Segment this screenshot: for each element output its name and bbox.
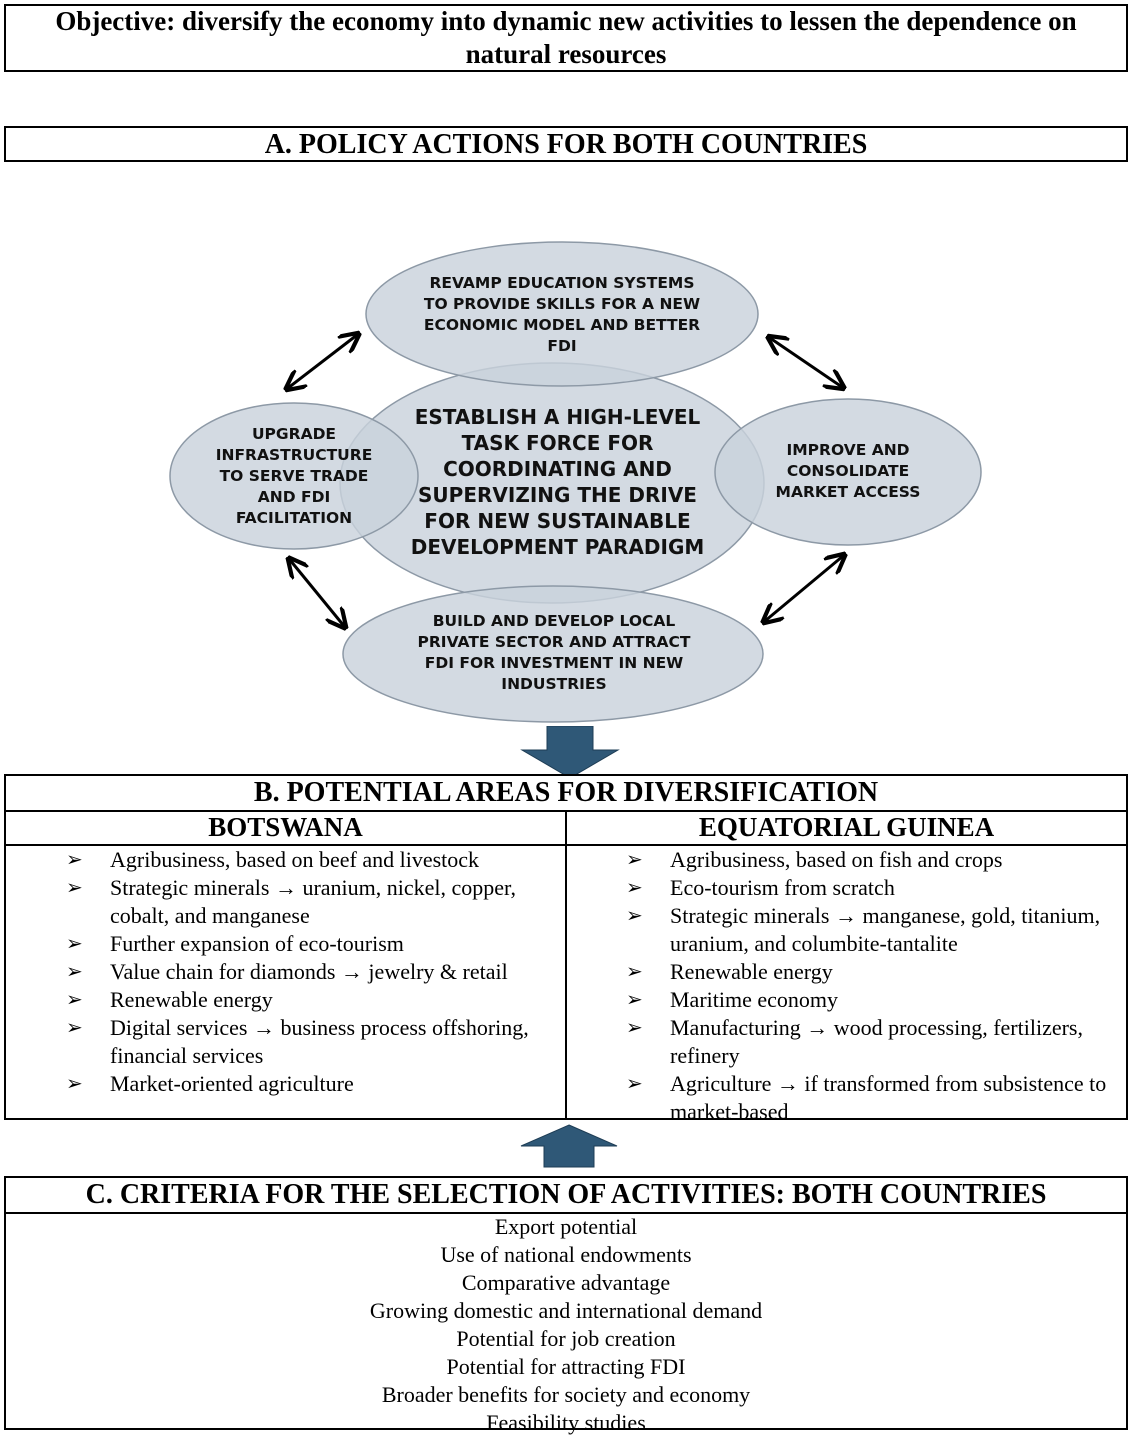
left-ellipse-label: UPGRADE INFRASTRUCTURE TO SERVE TRADE AN… [215,424,373,527]
arrow-bullet-icon: ➢ [626,905,643,927]
section-b-table: B. POTENTIAL AREAS FOR DIVERSIFICATION B… [4,774,1128,1124]
up-arrow-icon [520,1124,618,1168]
left-ellipse [169,402,419,550]
top-ellipse [365,241,759,387]
section-b-title: B. POTENTIAL AREAS FOR DIVERSIFICATION [6,776,1126,812]
list-item: ➢ Value chain for diamonds → jewelry & re… [66,958,546,986]
list-item: ➢ Further expansion of eco-tourism [66,930,546,958]
list-item: ➢ Renewable energy [626,958,1120,986]
arrow-top-right [770,338,842,387]
arrow-bullet-icon: ➢ [626,877,643,899]
list-item: ➢ Agribusiness, based on fish and crops [626,846,1120,874]
criteria-item: Export potential [494,1214,638,1239]
arrow-bullet-icon: ➢ [66,961,83,983]
list-item: ➢ Manufacturing → wood processing, fertil… [626,1014,1120,1070]
criteria-item: Growing domestic and international deman… [369,1298,763,1323]
arrow-bullet-icon: ➢ [66,877,83,899]
bottom-ellipse-label: BUILD AND DEVELOP LOCAL PRIVATE SECTOR A… [417,612,691,693]
policy-actions-diagram: REVAMP EDUCATION SYSTEMS TO PROVIDE SKIL… [0,160,1132,780]
list-item-text: Agribusiness, based on beef and livestoc… [110,847,480,872]
bottom-ellipse [342,585,764,723]
arrow-bullet-icon: ➢ [626,849,643,871]
list-item-text: Further expansion of eco-tourism [110,931,404,956]
arrow-bullet-icon: ➢ [66,933,83,955]
arrow-bullet-icon: ➢ [626,1073,643,1095]
list-item: ➢ Strategic minerals → manganese, gold, t… [626,902,1120,958]
list-item-text: Digital services → business process offs… [110,1015,529,1068]
objective-box: Objective: diversify the economy into dy… [4,4,1128,72]
criteria-item: Comparative advantage [461,1270,671,1295]
botswana-heading: BOTSWANA [6,810,565,846]
arrow-bullet-icon: ➢ [626,1017,643,1039]
column-divider [565,810,567,1118]
policy-diagram-svg [169,241,982,723]
arrow-left-top [288,335,357,388]
list-item-text: Eco-tourism from scratch [670,875,895,900]
list-item-text: Renewable energy [110,987,273,1012]
list-item-text: Agriculture → if transformed from subsis… [670,1071,1107,1124]
list-item: ➢ Strategic minerals → uranium, nickel, c… [66,874,546,930]
arrow-bullet-icon: ➢ [626,989,643,1011]
list-item-text: Strategic minerals → manganese, gold, ti… [670,903,1101,956]
arrow-right-bottom [765,556,843,621]
criteria-item: Feasibility studies [486,1410,646,1435]
list-item-text: Renewable energy [670,959,833,984]
list-item: ➢ Maritime economy [626,986,1120,1014]
list-item: ➢ Market-oriented agriculture [66,1070,546,1098]
center-ellipse-label: ESTABLISH A HIGH-LEVEL TASK FORCE FOR CO… [410,405,705,559]
criteria-item: Potential for attracting FDI [446,1354,686,1379]
botswana-list: ➢ Agribusiness, based on beef and livesto… [66,846,546,1098]
down-arrow-icon [520,726,620,779]
arrow-bullet-icon: ➢ [626,961,643,983]
right-ellipse-label: IMPROVE AND CONSOLIDATE MARKET ACCESS [775,440,921,501]
list-item-text: Maritime economy [670,987,839,1012]
equatorial-guinea-list: ➢ Agribusiness, based on fish and crops ➢ E… [626,846,1120,1126]
criteria-item: Use of national endowments [440,1242,692,1267]
right-ellipse [714,398,982,546]
list-item: ➢ Agribusiness, based on beef and livesto… [66,846,546,874]
section-a-title: A. POLICY ACTIONS FOR BOTH COUNTRIES [4,126,1128,162]
section-c-title: C. CRITERIA FOR THE SELECTION OF ACTIVIT… [6,1178,1126,1214]
list-item-text: Value chain for diamonds → jewelry & ret… [110,959,508,984]
list-item-text: Manufacturing → wood processing, fertili… [670,1015,1083,1068]
list-item: ➢ Agriculture → if transformed from subsi… [626,1070,1120,1126]
list-item-text: Market-oriented agriculture [110,1071,354,1096]
objective-text: Objective: diversify the economy into dy… [55,6,1077,69]
arrow-bullet-icon: ➢ [66,989,83,1011]
equatorial-guinea-heading: EQUATORIAL GUINEA [567,810,1126,846]
criteria-item: Potential for job creation [456,1326,676,1351]
list-item: ➢ Eco-tourism from scratch [626,874,1120,902]
list-item: ➢ Digital services → business process off… [66,1014,546,1070]
arrow-bullet-icon: ➢ [66,1073,83,1095]
top-ellipse-label: REVAMP EDUCATION SYSTEMS TO PROVIDE SKIL… [423,274,701,355]
arrow-left-bottom [290,560,344,626]
list-item-text: Agribusiness, based on fish and crops [670,847,1003,872]
list-item: ➢ Renewable energy [66,986,546,1014]
criteria-item: Broader benefits for society and economy [381,1382,751,1407]
list-item-text: Strategic minerals → uranium, nickel, co… [110,875,516,928]
arrow-bullet-icon: ➢ [66,1017,83,1039]
arrow-bullet-icon: ➢ [66,849,83,871]
section-c-box: C. CRITERIA FOR THE SELECTION OF ACTIVIT… [4,1176,1128,1435]
